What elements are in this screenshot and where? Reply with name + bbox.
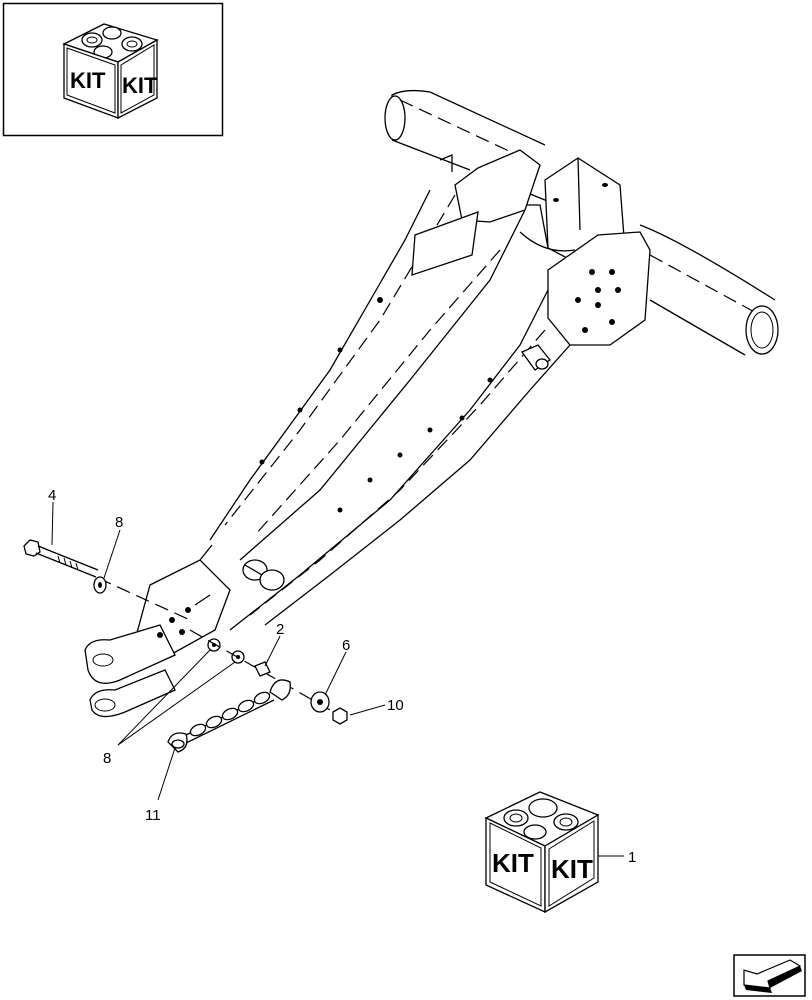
callout-2: 2 <box>276 621 284 638</box>
washer-upper <box>93 576 107 594</box>
kit-label-right-small: KIT <box>122 73 158 98</box>
kit-label-left-small: KIT <box>70 68 106 93</box>
kit-box-icon-small: KIT KIT <box>62 23 159 120</box>
safety-chain <box>167 679 291 753</box>
callout-6: 6 <box>342 637 350 654</box>
arrow-navigation-icon[interactable] <box>733 954 806 997</box>
bolt <box>23 539 99 578</box>
callout-8-lower: 8 <box>103 750 111 767</box>
kit-reference-frame <box>2 2 224 137</box>
callout-8-upper: 8 <box>115 514 123 531</box>
callout-1: 1 <box>628 849 636 866</box>
plate-holes <box>575 269 621 333</box>
kit-label-left: KIT <box>492 848 534 878</box>
callout-4: 4 <box>48 487 56 504</box>
callout-10: 10 <box>387 697 404 714</box>
leader-lines <box>51 501 624 857</box>
drawbar-assembly <box>84 89 779 718</box>
flat-washer <box>310 691 330 713</box>
kit-box-icon: KIT KIT <box>484 791 600 914</box>
kit-label-right: KIT <box>551 854 593 884</box>
spacer <box>254 661 271 677</box>
callout-11: 11 <box>145 807 161 824</box>
lock-nut <box>332 707 348 725</box>
